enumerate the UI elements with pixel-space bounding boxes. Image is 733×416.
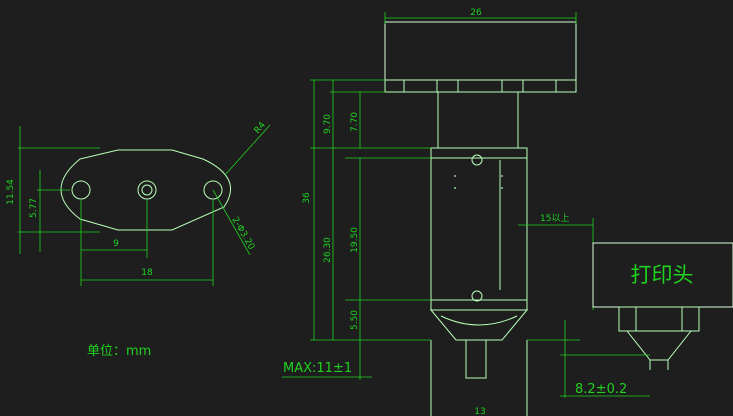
nozzle-tube — [465, 339, 487, 379]
dim-label-19-50: 19.50 — [350, 227, 360, 253]
radius-leader: R4 — [224, 120, 271, 176]
flange — [384, 79, 577, 93]
lower-screw-hole — [471, 290, 483, 302]
print-head-block — [618, 306, 700, 332]
dim-label-5-77: 5.77 — [29, 198, 39, 218]
unit-label: 单位：mm — [87, 344, 151, 359]
print-head-nozzle — [626, 330, 692, 361]
main-body — [430, 147, 528, 311]
dim-26-30: 26.30 — [323, 148, 334, 340]
dim-label-11-54: 11.54 — [6, 179, 16, 205]
max-label: MAX:11±1 — [283, 361, 352, 376]
middle-hole-inner — [141, 184, 153, 196]
upper-screw-hole — [471, 154, 483, 166]
dim-label-26: 26 — [470, 8, 482, 18]
dim-label-18: 18 — [141, 268, 153, 278]
clearance-dimension: 15以上 — [518, 213, 594, 310]
dim-9-70: 9.70 — [323, 80, 334, 148]
gap-label: 8.2±0.2 — [575, 382, 627, 397]
dim-label-26-30: 26.30 — [323, 237, 333, 263]
dim-label-13: 13 — [474, 407, 485, 416]
dim-label-7-70: 7.70 — [350, 112, 360, 132]
dim-18: 18 — [80, 200, 214, 286]
right-hole — [203, 180, 223, 200]
dim-36: 36 — [302, 80, 315, 340]
radius-label: R4 — [253, 120, 269, 136]
clearance-label: 15以上 — [540, 213, 569, 224]
left-hole — [71, 180, 91, 200]
print-head-label: 打印头 — [631, 263, 694, 287]
middle-hole-outer — [137, 180, 157, 200]
dim-5-77: 5.77 — [29, 170, 70, 252]
hole-diameter-label: 2-Φ3.20 — [229, 216, 256, 252]
max-dimension: MAX:11±1 — [282, 340, 372, 380]
dim-11-54: 11.54 — [6, 126, 100, 254]
bottom-taper — [429, 309, 529, 341]
print-head: 打印头 — [592, 242, 733, 370]
dim-label-5-50: 5.50 — [350, 310, 360, 330]
dim-19-50: 19.50 — [350, 158, 361, 300]
dim-label-36: 36 — [302, 192, 312, 204]
side-view — [384, 21, 577, 416]
gap-dimension: 8.2±0.2 — [527, 320, 650, 398]
dim-label-9: 9 — [113, 239, 119, 249]
dim-26: 26 — [384, 8, 577, 24]
dim-7-70: 7.70 — [350, 92, 361, 148]
plate-outline — [60, 149, 232, 231]
dim-9: 9 — [80, 200, 148, 258]
hole-diameter-leader: 2-Φ3.20 — [212, 189, 256, 256]
plate-top-view — [60, 149, 232, 231]
dim-5-50: 5.50 — [350, 300, 361, 340]
top-plate — [384, 21, 577, 81]
dim-label-9-70: 9.70 — [323, 114, 333, 134]
